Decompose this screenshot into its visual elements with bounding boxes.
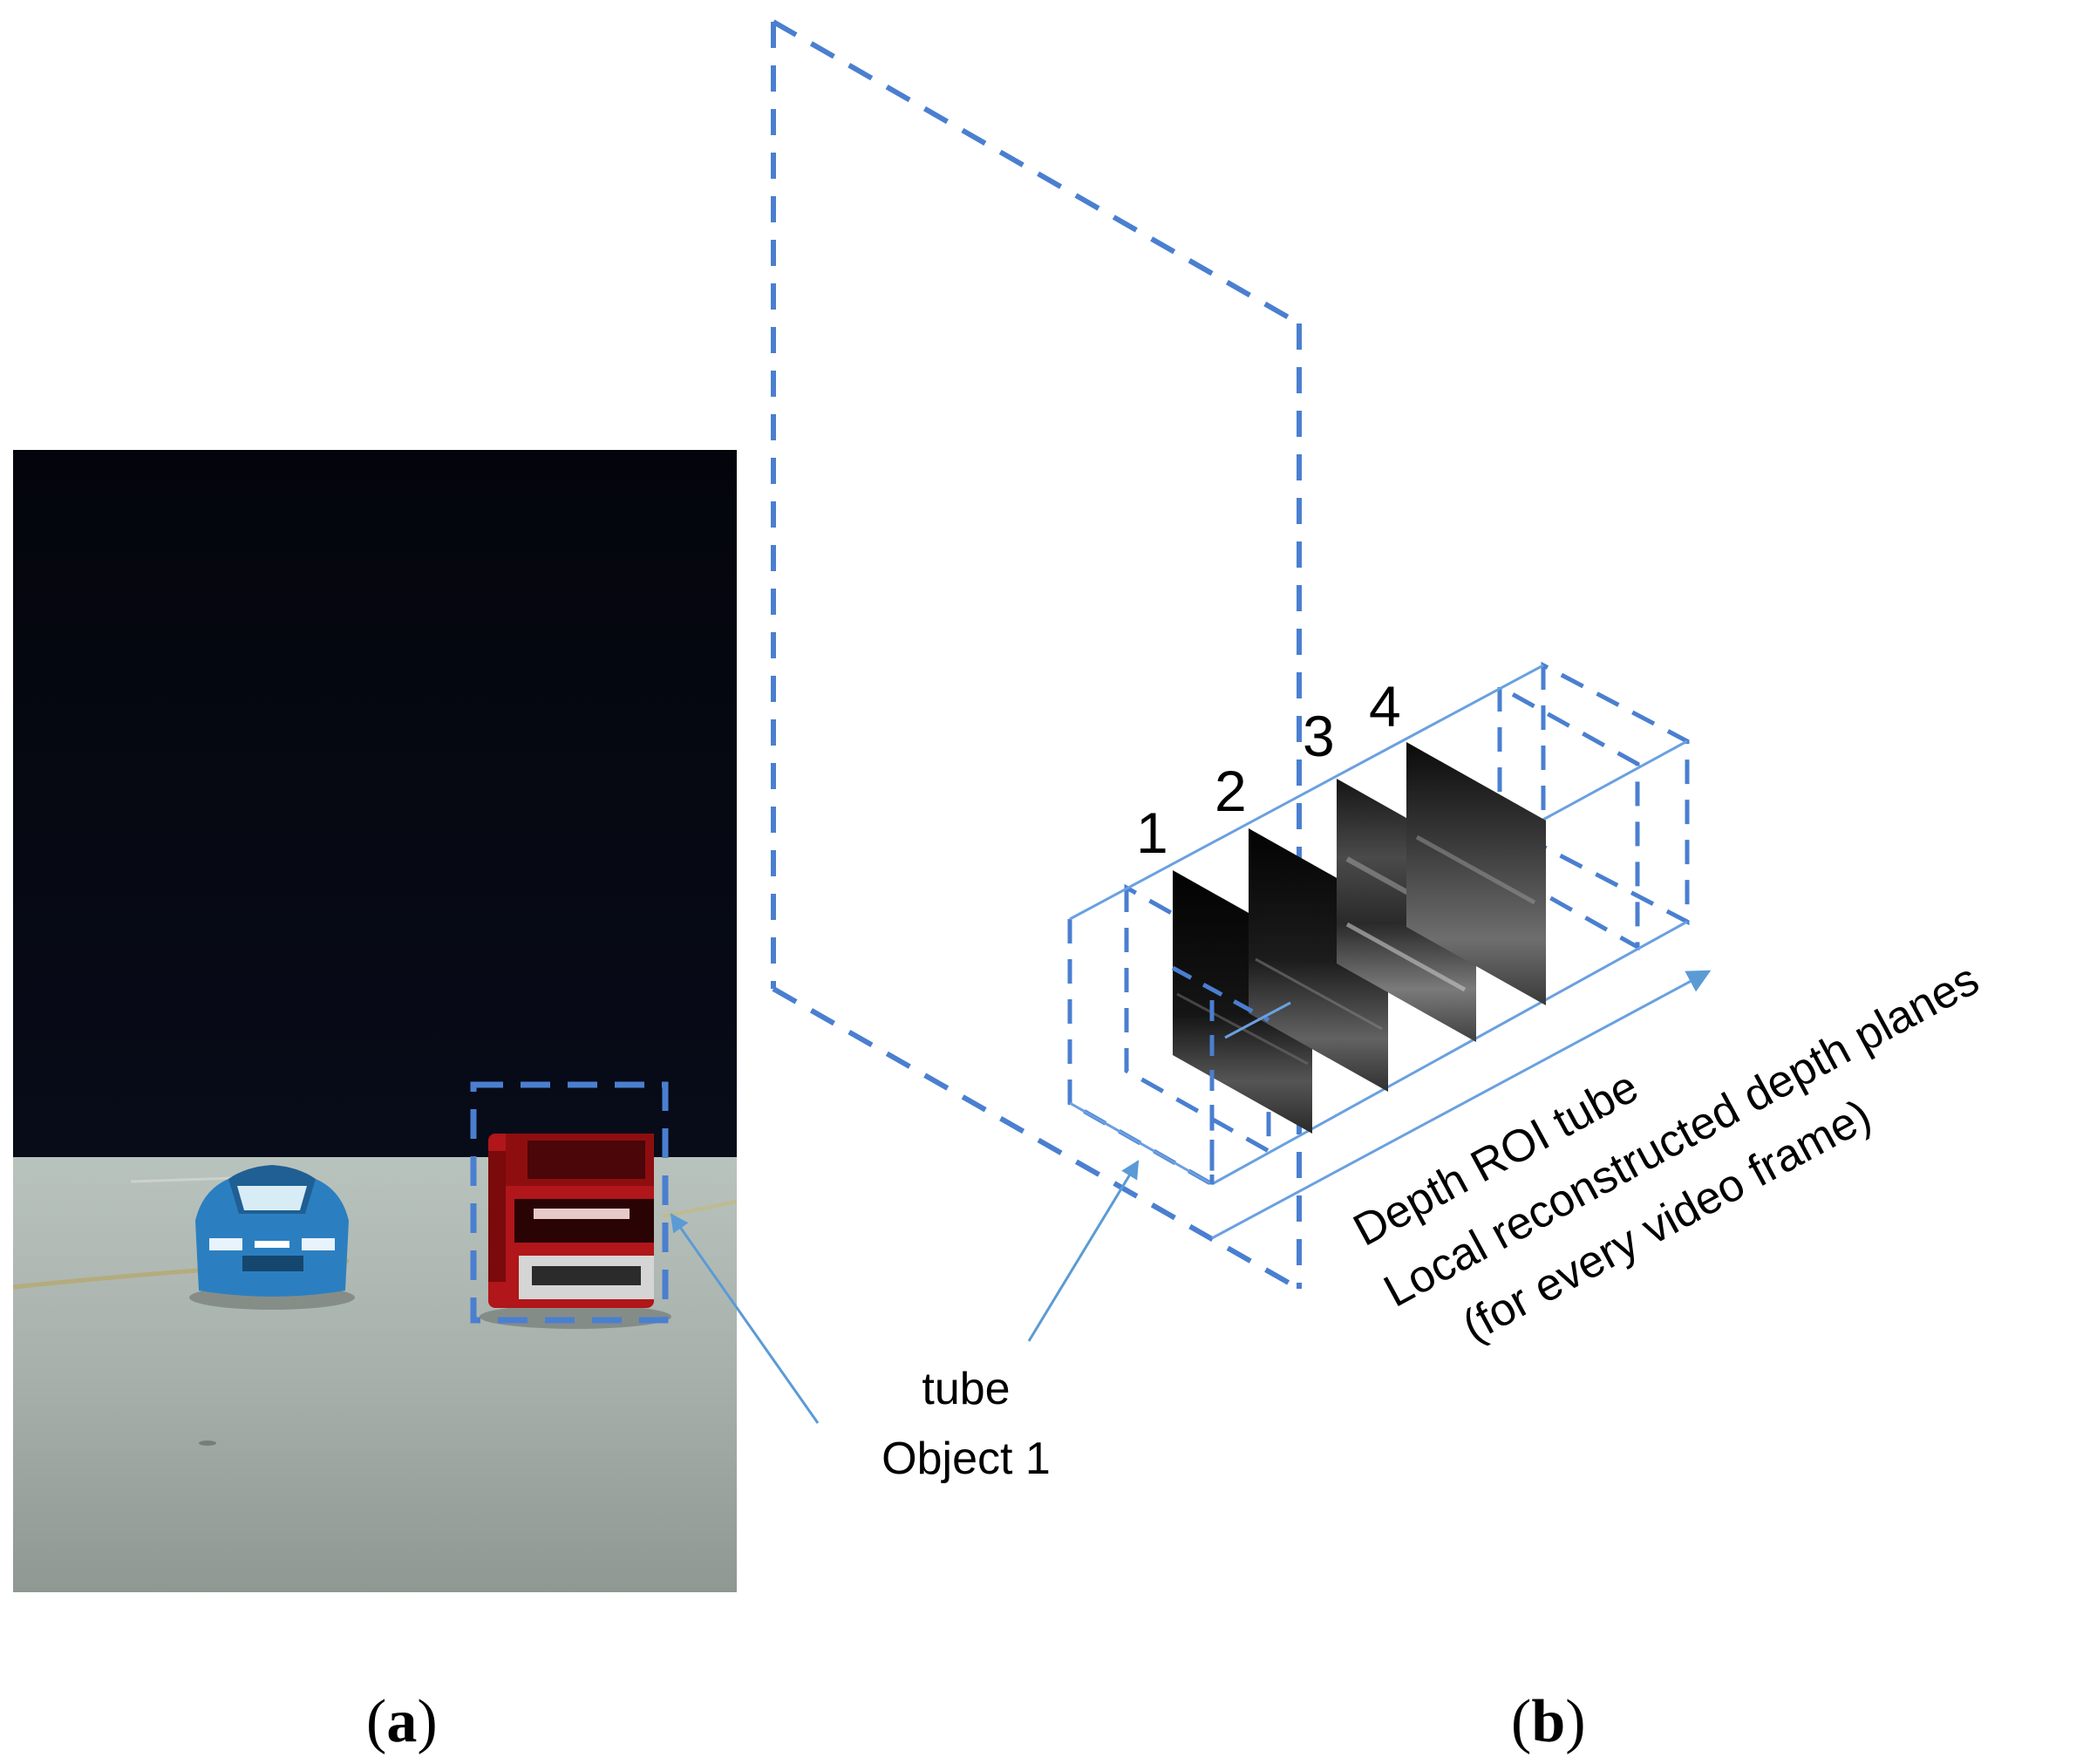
- inner-axis-line: [1224, 1001, 1291, 1039]
- object-roi-box: [470, 1081, 669, 1324]
- caption-a-open: (: [366, 1688, 387, 1755]
- large-frame-outline: [771, 19, 1302, 1291]
- depth-planes: [1173, 742, 1546, 1134]
- caption-b-letter: b: [1531, 1688, 1566, 1755]
- caption-a-letter: a: [386, 1688, 418, 1755]
- depth-axis-arrow: [1211, 970, 1712, 1240]
- plane-number-2: 2: [1215, 759, 1247, 823]
- object-label-tube: tube: [922, 1364, 1010, 1414]
- scene-photograph: [12, 450, 738, 1592]
- depth-plane-4: [1406, 742, 1546, 1005]
- plane-number-4: 4: [1369, 674, 1401, 739]
- tube-front-edge: [1171, 965, 1270, 1023]
- caption-b-open: (: [1511, 1688, 1532, 1755]
- plane-number-3: 3: [1303, 704, 1335, 768]
- plane-number-labels: 1 2 3 4: [1136, 674, 1401, 865]
- plane-number-1: 1: [1136, 800, 1168, 865]
- caption-a-close: ): [417, 1688, 438, 1755]
- red-fire-truck: [480, 1134, 671, 1329]
- object-pointer-arrow: [670, 1213, 820, 1424]
- panel-b-caption: (b): [1511, 1692, 1586, 1753]
- tube-pointer-arrow: [1027, 1160, 1140, 1342]
- caption-b-close: ): [1565, 1688, 1586, 1755]
- object-label-object-1: Object 1: [882, 1434, 1051, 1484]
- blue-car: [189, 1165, 355, 1310]
- panel-a-caption: (a): [366, 1692, 438, 1753]
